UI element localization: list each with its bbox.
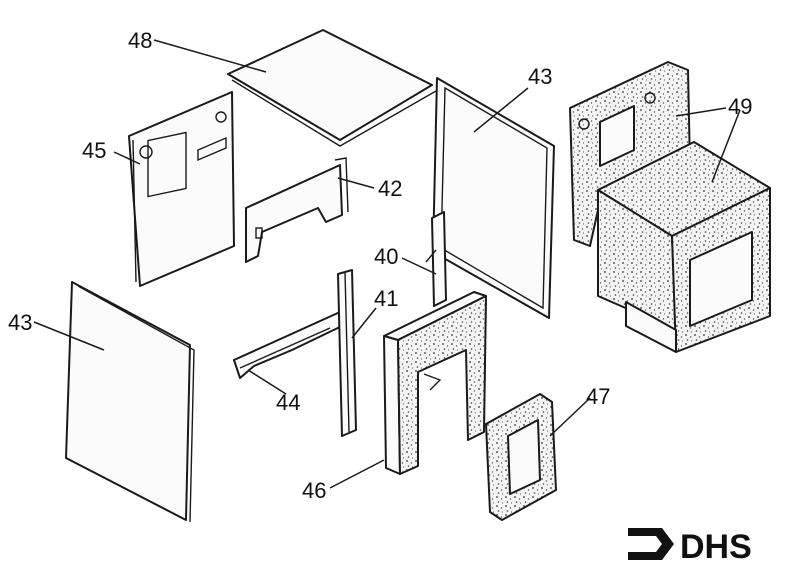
part-42-bracket: [245, 157, 349, 263]
part-44-strip: [233, 311, 343, 379]
label-46: 46: [302, 478, 326, 503]
leader-43-top: [473, 87, 529, 133]
logo-arrow-mark: [628, 528, 674, 560]
part-40-clip: [425, 211, 447, 307]
part-46-front-frame: [383, 291, 487, 475]
part-47-insulation-frame: [485, 393, 557, 521]
part-45-side-panel: [128, 91, 235, 287]
leader-41: [351, 307, 377, 339]
leader-49: [675, 107, 727, 117]
logo-text: DHS: [680, 528, 752, 566]
part-48-top-plate: [227, 29, 437, 147]
label-42: 42: [378, 176, 402, 201]
leader-44: [247, 369, 287, 395]
leader-43-left: [33, 321, 105, 351]
leader-45: [113, 151, 141, 165]
leader-49b: [711, 109, 741, 183]
leader-40: [401, 257, 437, 275]
label-45: 45: [82, 138, 106, 163]
part-labels: 48 45 42 43 49 40 41 43 44 46 47: [8, 28, 752, 503]
part-41-rail: [337, 269, 357, 437]
label-41: 41: [374, 286, 398, 311]
label-44: 44: [276, 390, 300, 415]
label-49: 49: [728, 94, 752, 119]
leader-46: [329, 459, 385, 489]
label-47: 47: [586, 384, 610, 409]
label-48: 48: [128, 28, 152, 53]
leader-lines: [33, 39, 741, 489]
leader-48: [153, 39, 267, 73]
dhs-logo: DHS: [628, 528, 752, 566]
part-43-glass-pane-top: [432, 77, 555, 319]
label-40: 40: [374, 244, 398, 269]
label-43-left: 43: [8, 310, 32, 335]
part-43-glass-pane-left: [65, 281, 195, 523]
leader-42: [337, 177, 375, 189]
leader-47: [549, 397, 591, 437]
part-49-insulation-box: [569, 61, 771, 353]
label-43-top: 43: [528, 64, 552, 89]
